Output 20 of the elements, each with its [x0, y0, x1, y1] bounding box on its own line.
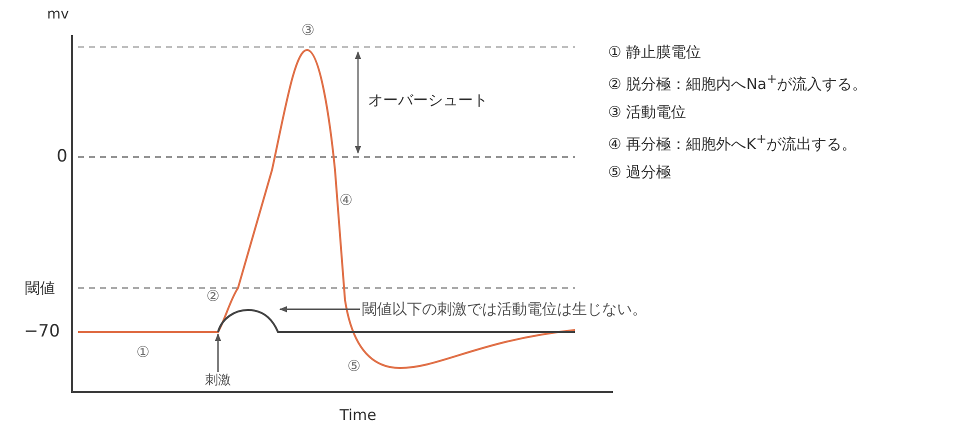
- overshoot-label: オーバーシュート: [368, 92, 488, 108]
- axis-unit: mv: [47, 7, 69, 23]
- callout-number: ②: [206, 288, 220, 304]
- key-item: ④ 再分極：細胞外へK$^{+}$が流出する。: [608, 132, 857, 152]
- callout-number: ①: [136, 344, 150, 360]
- annotation-text: 閾値以下の刺激では活動電位は生じない。: [362, 301, 647, 318]
- tick-label: 0: [56, 148, 68, 166]
- axis-title: Time: [340, 406, 376, 424]
- key-item: ② 脱分極：細胞内へNa$^{+}$が流入する。: [608, 72, 868, 92]
- callout-number: ③: [301, 22, 315, 38]
- arrow: [214, 333, 222, 372]
- tick-label: −70: [24, 322, 60, 342]
- annotation-text: 刺激: [205, 374, 231, 388]
- key-item: ① 静止膜電位: [608, 44, 702, 60]
- threshold-label: 閾値: [25, 280, 55, 296]
- key-item: ③ 活動電位: [608, 104, 686, 120]
- callout-number: ⑤: [347, 358, 361, 374]
- key-item: ⑤ 過分極: [608, 164, 672, 180]
- arrow: [279, 306, 360, 312]
- callout-number: ④: [339, 192, 353, 208]
